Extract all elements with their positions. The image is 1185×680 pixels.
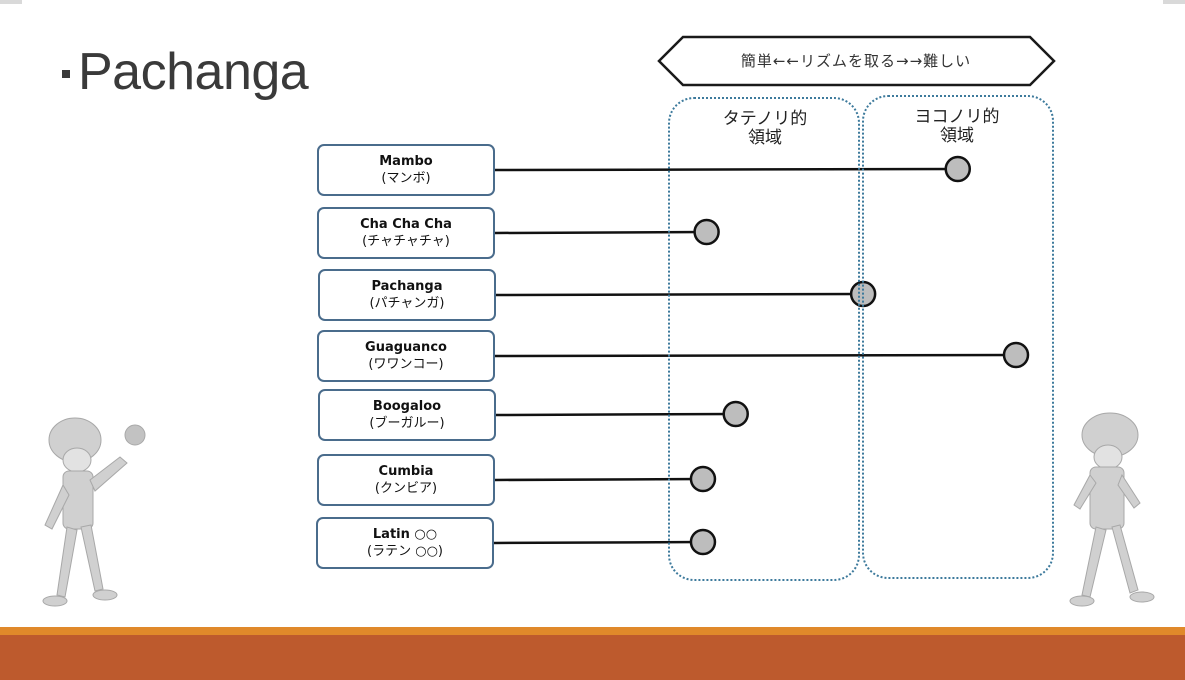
level-marker <box>689 465 717 493</box>
level-marker <box>693 218 720 246</box>
corner-accent-right <box>1163 0 1185 4</box>
slide-title: Pachanga <box>62 42 309 102</box>
connector-layer <box>493 155 1030 556</box>
corner-accent-left <box>0 0 22 4</box>
region-yokonori-label: ヨコノリ的 領域 <box>914 107 1000 146</box>
genre-name: Cumbia <box>378 464 434 479</box>
genre-name-ja: (マンボ) <box>381 171 431 186</box>
genre-name: Cha Cha Cha <box>360 217 452 232</box>
genre-name: Pachanga <box>371 279 443 294</box>
genre-box-pachanga: Pachanga (パチャンガ) <box>318 269 496 321</box>
connector-line <box>494 167 958 172</box>
genre-box-guaguanco: Guaguanco (ワワンコー) <box>317 330 495 382</box>
genre-name-ja: (チャチャチャ) <box>362 234 450 249</box>
genre-name-ja: (クンビア) <box>374 481 438 496</box>
connector-line <box>495 292 864 297</box>
level-marker <box>1002 341 1030 369</box>
level-marker <box>722 400 749 428</box>
region-tatenori <box>668 97 860 581</box>
connector-line <box>495 412 736 417</box>
genre-name-ja: (ブーガルー) <box>369 416 445 431</box>
connector-line <box>494 230 707 235</box>
connector-line <box>494 353 1017 358</box>
genre-name: Guaguanco <box>365 340 447 355</box>
genre-name: Mambo <box>379 154 433 169</box>
genre-name: Latin ○○ <box>372 527 438 542</box>
genre-box-boogaloo: Boogaloo (ブーガルー) <box>318 389 496 441</box>
footer-accent-stripe <box>0 627 1185 635</box>
slide-title-text: Pachanga <box>78 43 309 101</box>
level-marker <box>689 528 717 556</box>
dancer-figure-right <box>1069 412 1155 607</box>
difficulty-scale-hexagon <box>657 35 1056 87</box>
genre-box-mambo: Mambo (マンボ) <box>317 144 495 196</box>
genre-box-cumbia: Cumbia (クンビア) <box>317 454 495 506</box>
dancer-figure-left <box>42 417 146 607</box>
region-tatenori-label: タテノリ的 領域 <box>722 109 808 148</box>
genre-name-ja: (パチャンガ) <box>369 296 445 311</box>
title-bullet <box>62 70 70 78</box>
footer-bar <box>0 635 1185 680</box>
region-yokonori <box>862 95 1054 579</box>
difficulty-scale-label: 簡単←←リズムを取る→→難しい <box>740 51 972 70</box>
genre-box-latin: Latin ○○ (ラテン ○○) <box>316 517 494 569</box>
level-marker <box>944 155 972 183</box>
genre-name-ja: (ワワンコー) <box>368 357 444 372</box>
genre-name-ja: (ラテン ○○) <box>367 544 443 559</box>
genre-box-cha-cha-cha: Cha Cha Cha (チャチャチャ) <box>317 207 495 259</box>
genre-name: Boogaloo <box>372 399 442 414</box>
